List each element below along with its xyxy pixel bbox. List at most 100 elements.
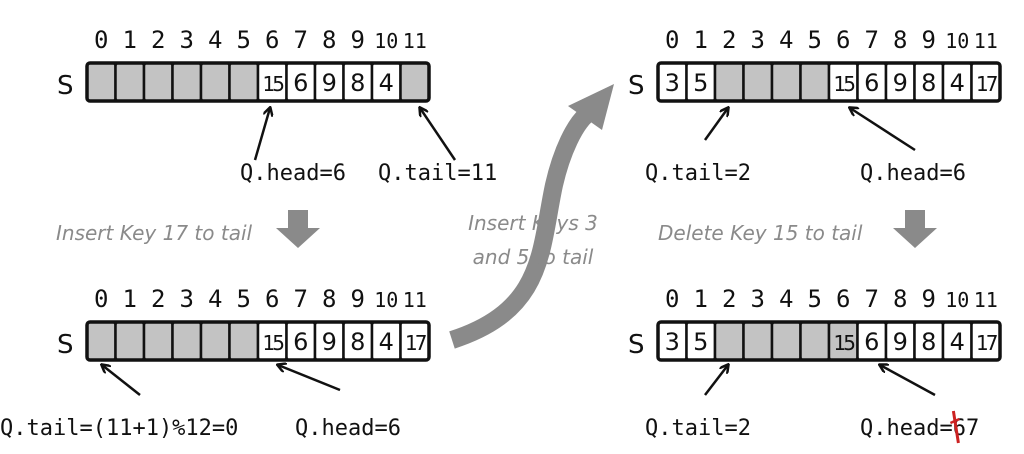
cell-value: 3 bbox=[665, 69, 680, 97]
index-label: 11 bbox=[974, 288, 998, 312]
caption-insert-3-5-line1: Insert Keys 3 bbox=[468, 211, 598, 235]
index-label: 7 bbox=[294, 285, 308, 313]
array-cell bbox=[85, 61, 117, 103]
index-label: 9 bbox=[922, 26, 936, 54]
index-label: 11 bbox=[403, 288, 427, 312]
cell-value: 4 bbox=[379, 69, 394, 97]
index-label: 10 bbox=[945, 288, 969, 312]
caption-insert-3-5-line2: and 5 to tail bbox=[473, 245, 594, 269]
array-cell bbox=[799, 320, 831, 362]
pointer-arrow bbox=[704, 365, 728, 396]
index-label: 1 bbox=[123, 285, 137, 313]
index-label: 10 bbox=[374, 288, 398, 312]
index-label: 0 bbox=[665, 26, 679, 54]
cell-value: 17 bbox=[976, 331, 998, 355]
cell-value: 4 bbox=[950, 69, 965, 97]
index-label: 10 bbox=[945, 29, 969, 53]
array-name-label: S bbox=[57, 330, 74, 360]
pointer-prefix: Q.head= bbox=[860, 416, 953, 441]
cell-value: 15 bbox=[834, 72, 855, 96]
strike-mark bbox=[949, 417, 960, 425]
pointer-arrow bbox=[850, 108, 916, 152]
array-outline bbox=[656, 320, 1002, 362]
array-cell bbox=[85, 320, 117, 362]
array-cell bbox=[114, 61, 146, 103]
down-arrow-icon bbox=[893, 210, 937, 248]
index-label: 1 bbox=[694, 26, 708, 54]
index-label: 2 bbox=[151, 285, 165, 313]
array-cell bbox=[228, 61, 260, 103]
cell-value: 4 bbox=[950, 328, 965, 356]
index-label: 5 bbox=[237, 285, 251, 313]
pointer-label: Q.head=6 bbox=[295, 416, 401, 441]
array-cell bbox=[742, 61, 774, 103]
array-outline bbox=[85, 320, 431, 362]
index-label: 4 bbox=[779, 26, 793, 54]
cell-value: 15 bbox=[263, 72, 284, 96]
index-label: 2 bbox=[151, 26, 165, 54]
pointer-label: Q.tail=11 bbox=[378, 161, 497, 186]
cell-value: 9 bbox=[893, 328, 908, 356]
array-cell bbox=[770, 320, 802, 362]
index-label: 3 bbox=[180, 285, 194, 313]
cell-value: 3 bbox=[665, 328, 680, 356]
index-label: 4 bbox=[208, 26, 222, 54]
index-label: 1 bbox=[694, 285, 708, 313]
index-label: 9 bbox=[922, 285, 936, 313]
pointer-label: Q.head=67 bbox=[860, 416, 979, 441]
pointer-label: Q.tail=2 bbox=[645, 416, 751, 441]
cell-value: 6 bbox=[864, 328, 879, 356]
index-label: 9 bbox=[351, 26, 365, 54]
cell-value: 17 bbox=[405, 331, 427, 355]
array-cell bbox=[742, 320, 774, 362]
cell-value: 15 bbox=[263, 331, 284, 355]
array-outline bbox=[656, 61, 1002, 103]
cell-value: 8 bbox=[921, 328, 936, 356]
index-label: 7 bbox=[865, 285, 879, 313]
index-label: 0 bbox=[94, 26, 108, 54]
pointer-arrow bbox=[253, 108, 270, 161]
cell-value: 17 bbox=[976, 72, 998, 96]
pointer-arrow bbox=[703, 108, 728, 141]
index-label: 7 bbox=[865, 26, 879, 54]
index-label: 6 bbox=[265, 285, 279, 313]
pointer-arrow bbox=[102, 365, 141, 396]
index-label: 5 bbox=[808, 285, 822, 313]
index-label: 8 bbox=[322, 285, 336, 313]
cell-value: 6 bbox=[293, 328, 308, 356]
index-label: 6 bbox=[836, 285, 850, 313]
index-label: 1 bbox=[123, 26, 137, 54]
index-label: 2 bbox=[722, 285, 736, 313]
cell-value: 8 bbox=[350, 69, 365, 97]
cell-value: 6 bbox=[864, 69, 879, 97]
caption-insert-17: Insert Key 17 to tail bbox=[56, 221, 253, 245]
array-cell bbox=[770, 61, 802, 103]
pointer-label: Q.head=6 bbox=[240, 161, 346, 186]
cell-value: 6 bbox=[293, 69, 308, 97]
index-label: 9 bbox=[351, 285, 365, 313]
caption-delete-15: Delete Key 15 to tail bbox=[658, 221, 863, 245]
array-cell bbox=[799, 61, 831, 103]
cell-value: 9 bbox=[322, 69, 337, 97]
array-cell bbox=[713, 320, 745, 362]
array-cell bbox=[713, 61, 745, 103]
down-arrow-icon bbox=[276, 210, 320, 248]
array-cell bbox=[199, 61, 231, 103]
curved-arrow-icon bbox=[449, 84, 614, 349]
cell-value: 8 bbox=[350, 328, 365, 356]
index-label: 7 bbox=[294, 26, 308, 54]
array-cell bbox=[399, 61, 431, 103]
array-cell bbox=[199, 320, 231, 362]
array-outline bbox=[85, 61, 431, 103]
array-cell bbox=[171, 61, 203, 103]
new-digit: 7 bbox=[966, 416, 979, 441]
index-label: 6 bbox=[265, 26, 279, 54]
index-label: 0 bbox=[665, 285, 679, 313]
index-label: 4 bbox=[779, 285, 793, 313]
array-cell bbox=[171, 320, 203, 362]
array-cell bbox=[228, 320, 260, 362]
cell-value: 8 bbox=[921, 69, 936, 97]
index-label: 0 bbox=[94, 285, 108, 313]
